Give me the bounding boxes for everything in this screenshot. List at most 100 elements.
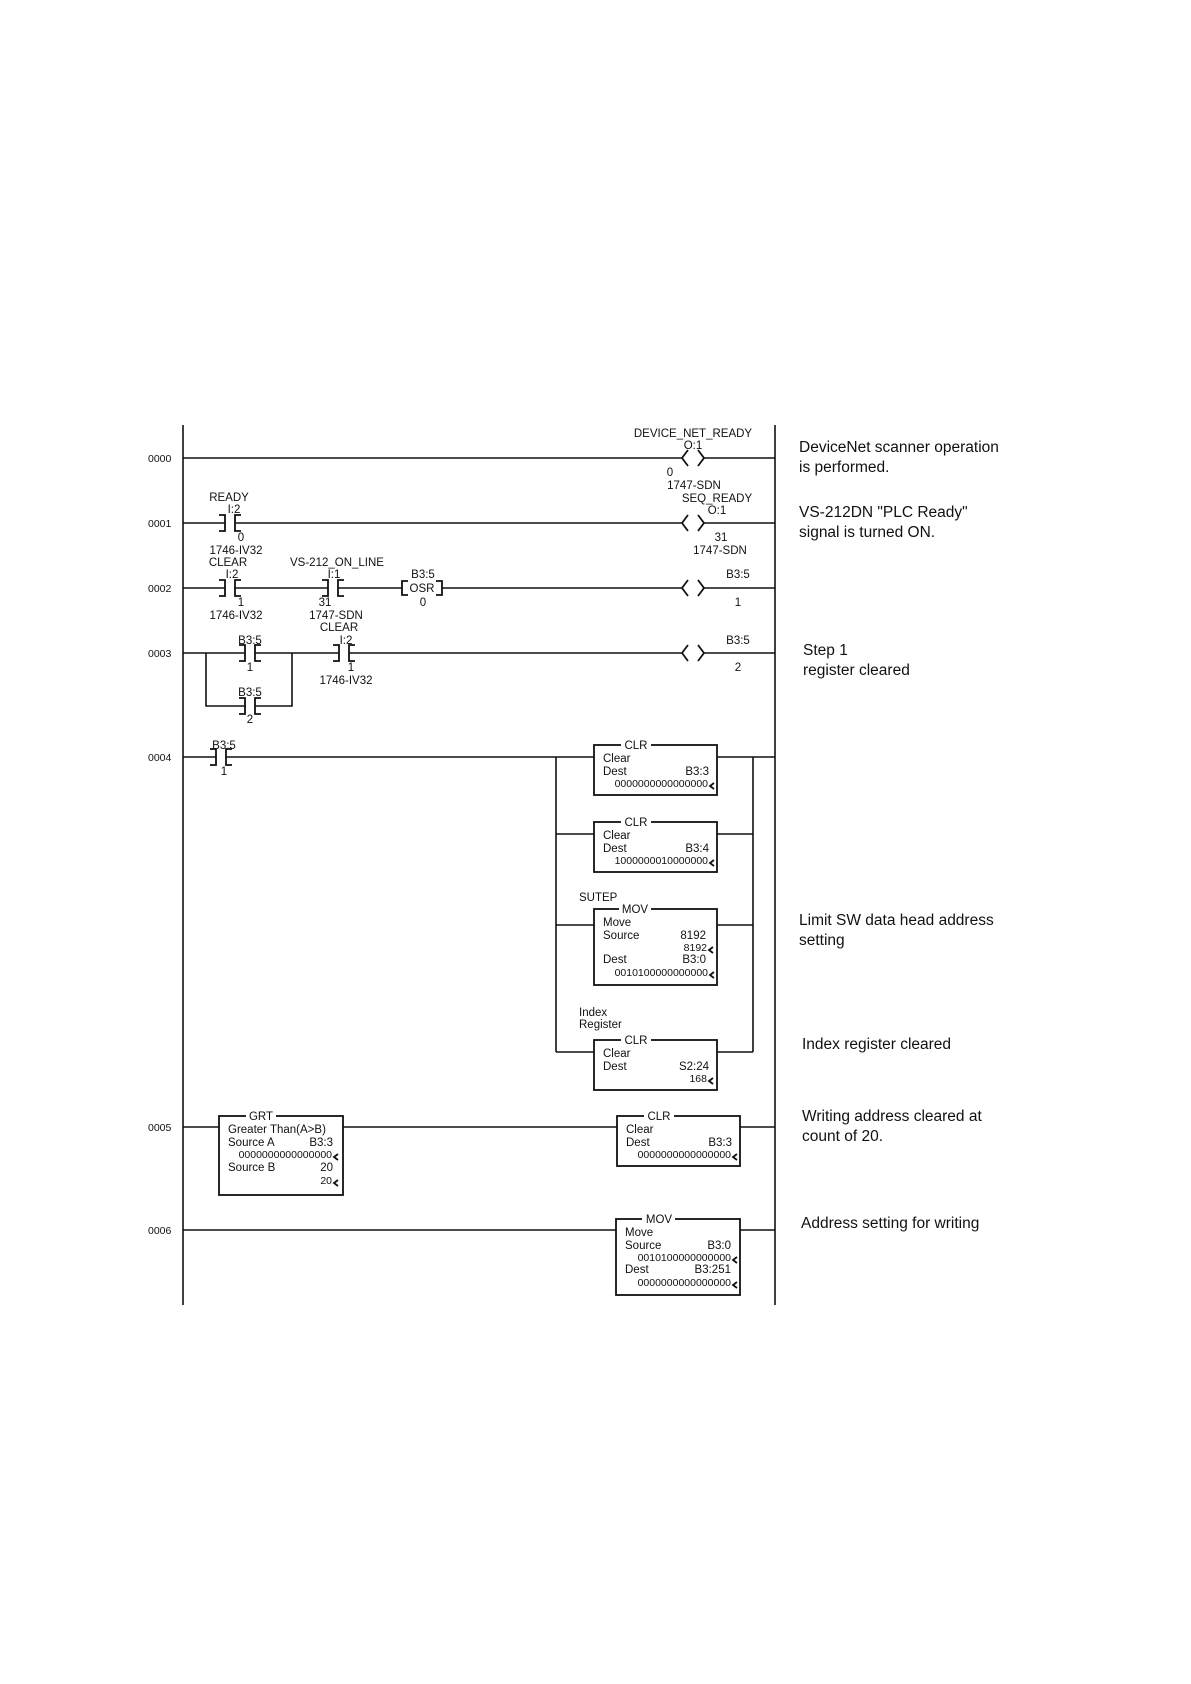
contact-tag: CLEAR	[320, 622, 358, 634]
dest-label: Dest	[603, 843, 627, 855]
value-marker-icon	[707, 946, 714, 954]
contact-tag: CLEAR	[209, 557, 247, 569]
dest-address: B3:4	[685, 843, 709, 855]
instruction-name: Move	[625, 1227, 653, 1239]
contact-module: 1746-IV32	[209, 545, 262, 557]
contact-bit: 0	[238, 532, 244, 544]
coil-module: 1747-SDN	[693, 545, 747, 557]
contact-tag: READY	[209, 492, 249, 504]
rung-comment: register cleared	[803, 662, 910, 679]
rung-comment: VS-212DN "PLC Ready"	[799, 504, 968, 521]
instruction-name: Clear	[603, 1048, 631, 1060]
dest-value: 1000000010000000	[615, 855, 709, 867]
coil-address: O:1	[684, 440, 703, 452]
rung-0000: 0000 DEVICE_NET_READY O:1 0 1747-SDN Dev…	[148, 428, 999, 492]
mov-instruction: MOV Move Source B3:0 0010100000000000 De…	[615, 1213, 741, 1296]
instruction-name: Greater Than(A>B)	[228, 1124, 326, 1136]
coil-address: O:1	[708, 505, 727, 517]
contact-address: B3:5	[212, 740, 236, 752]
rung-0005: 0005 GRT Greater Than(A>B) Source A B3:3…	[148, 1108, 982, 1196]
rung-number: 0006	[148, 1225, 172, 1237]
dest-address: B3:251	[695, 1264, 731, 1276]
instruction-name: Clear	[603, 753, 631, 765]
contact-bit: 31	[319, 597, 332, 609]
rung-0004: 0004 B3:5 1 CLR Clear Dest B3:3 00000000…	[148, 739, 994, 1091]
dest-address: B3:3	[685, 766, 709, 778]
source-b-label: Source B	[228, 1162, 276, 1174]
contact-address: I:2	[340, 635, 353, 647]
dest-label: Dest	[603, 766, 627, 778]
source-a-value: 0000000000000000	[239, 1149, 333, 1161]
instruction-title: MOV	[646, 1214, 673, 1226]
output-coil	[680, 644, 706, 662]
contact-vs212-on-line	[322, 579, 344, 597]
rung-0001: 0001 READY I:2 0 1746-IV32 SEQ_READY O:1…	[148, 492, 968, 557]
contact-bit: 1	[247, 662, 253, 674]
rung-number: 0000	[148, 453, 172, 465]
contact-clear	[219, 579, 241, 597]
instruction-tag: Index	[579, 1007, 607, 1019]
instruction-name: Move	[603, 917, 631, 929]
output-coil	[680, 579, 706, 597]
dest-label: Dest	[626, 1137, 650, 1149]
value-marker-icon	[731, 1256, 738, 1264]
rung-comment: Step 1	[803, 642, 848, 659]
rung-comment: setting	[799, 932, 845, 949]
contact-clear	[333, 644, 355, 662]
dest-label: Dest	[625, 1264, 649, 1276]
osr-bit: 0	[420, 597, 426, 609]
value-marker-icon	[707, 1077, 714, 1085]
contact-b3-5-2	[239, 697, 261, 715]
value-marker-icon	[332, 1153, 339, 1161]
rung-comment: Address setting for writing	[801, 1215, 979, 1232]
contact-address: B3:5	[238, 687, 262, 699]
source-value: 8192	[684, 942, 708, 954]
contact-address: I:2	[226, 569, 239, 581]
dest-label: Dest	[603, 954, 627, 966]
dest-address: B3:3	[708, 1137, 732, 1149]
coil-bit: 2	[735, 662, 741, 674]
instruction-tag: Register	[579, 1019, 622, 1031]
source-a-label: Source A	[228, 1137, 275, 1149]
rung-number: 0002	[148, 583, 172, 595]
contact-bit: 2	[247, 714, 253, 726]
contact-module: 1746-IV32	[319, 675, 372, 687]
rung-comment: Index register cleared	[802, 1036, 951, 1053]
coil-bit: 0	[667, 467, 673, 479]
dest-value: 0010100000000000	[615, 967, 709, 979]
value-marker-icon	[332, 1179, 339, 1187]
dest-address: S2:24	[679, 1061, 710, 1073]
instruction-title: CLR	[624, 1035, 647, 1047]
rung-0006: 0006 MOV Move Source B3:0 00101000000000…	[148, 1213, 979, 1296]
mov-instruction: MOV Move Source 8192 8192 Dest B3:0 0010…	[593, 903, 718, 986]
dest-value: 168	[689, 1073, 707, 1085]
instruction-title: CLR	[647, 1111, 670, 1123]
dest-value: 0000000000000000	[615, 778, 709, 790]
coil-tag: DEVICE_NET_READY	[634, 428, 753, 440]
coil-address: B3:5	[726, 635, 750, 647]
contact-module: 1747-SDN	[309, 610, 363, 622]
rung-0003: 0003 B3:5 1 B3:5 2 CLEAR I:2 1 1746-IV32	[148, 622, 910, 726]
output-coil	[680, 514, 706, 532]
instruction-name: Clear	[603, 830, 631, 842]
branch-line	[205, 653, 293, 707]
source-address: B3:0	[707, 1240, 731, 1252]
contact-b3-5-1	[210, 748, 232, 766]
value-marker-icon	[731, 1153, 738, 1161]
coil-bit: 31	[715, 532, 728, 544]
contact-bit: 1	[221, 766, 227, 778]
rung-number: 0003	[148, 648, 172, 660]
output-coil	[680, 449, 706, 467]
rung-number: 0001	[148, 518, 172, 530]
osr-address: B3:5	[411, 569, 435, 581]
dest-value: 0000000000000000	[638, 1277, 732, 1289]
contact-address: B3:5	[238, 635, 262, 647]
clr-instruction: CLR Clear Dest S2:24 168	[593, 1034, 718, 1091]
rung-comment: Limit SW data head address	[799, 912, 994, 929]
dest-address: B3:0	[682, 954, 706, 966]
instruction-name: Clear	[626, 1124, 654, 1136]
source-address: 8192	[680, 930, 706, 942]
contact-ready	[219, 514, 241, 532]
instruction-tag: SUTEP	[579, 892, 618, 904]
